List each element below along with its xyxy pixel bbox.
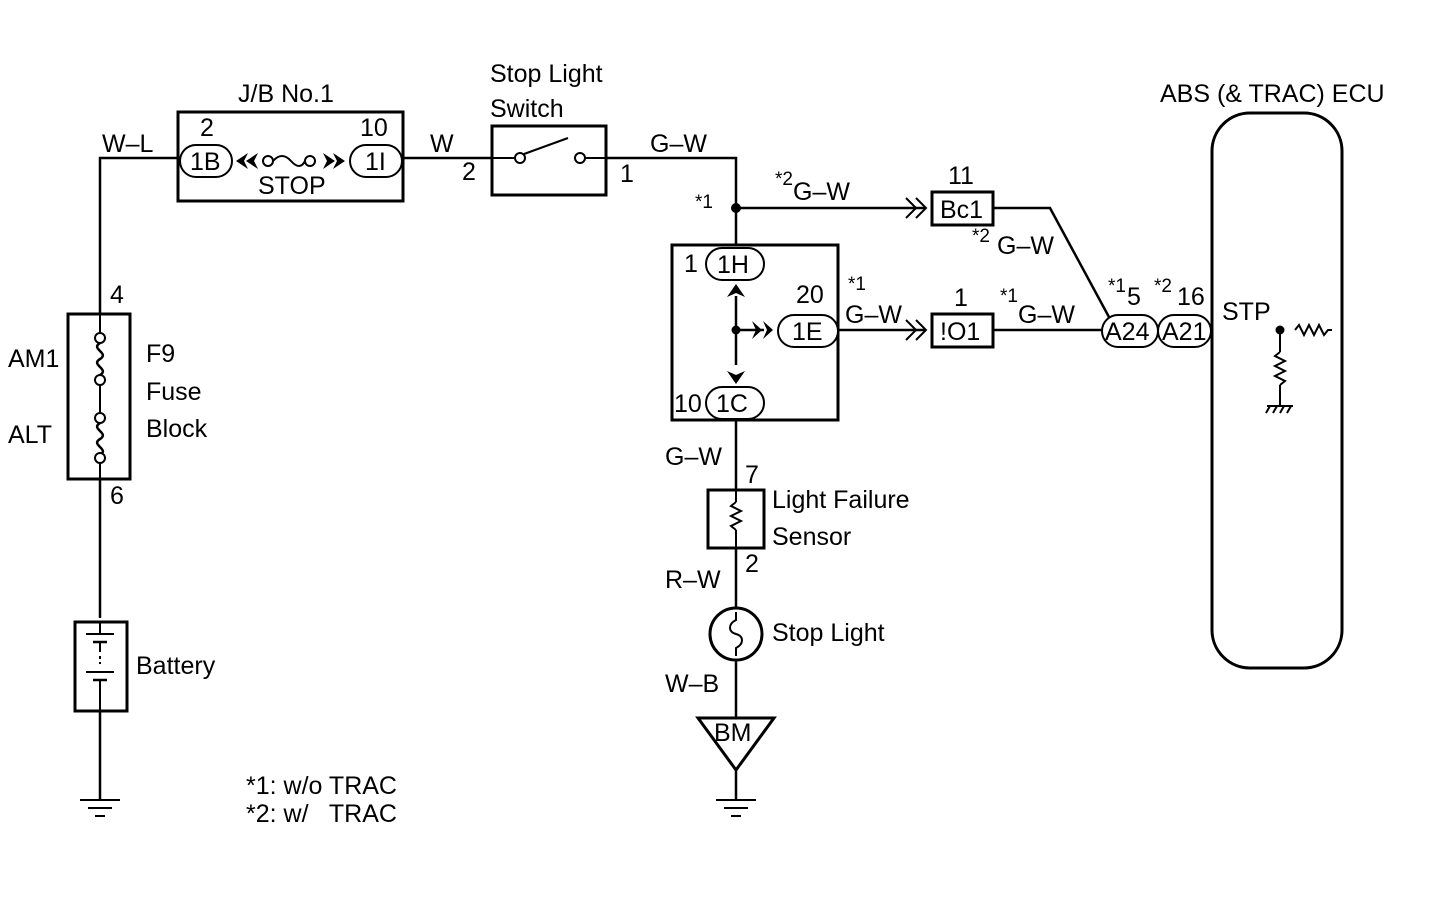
pin-1c: 10: [674, 390, 702, 418]
junction-block-1h-1e-1c: 1 1H 20 1E 10 1C: [670, 243, 840, 422]
connector-1h-label: 1H: [717, 251, 749, 279]
jb-pin-right: 10: [360, 114, 388, 142]
jb-fuse-label: STOP: [258, 172, 326, 200]
pin-1h: 1: [684, 250, 698, 278]
stop-light-label: Stop Light: [772, 619, 885, 647]
switch-contact-icon: [523, 137, 569, 155]
connector-1b: [179, 144, 233, 178]
fuse-block-line2: Block: [146, 415, 208, 443]
a21-note: *2: [1154, 276, 1172, 297]
bc1-label: Bc1: [940, 196, 983, 224]
connector-bc1: 11 Bc1: [905, 162, 995, 227]
sensor-pin-top: 7: [745, 461, 759, 489]
resistor-icon: [728, 501, 744, 531]
fuse-icon: [95, 421, 105, 457]
wires: [98, 156, 1295, 800]
junction-note: *1: [695, 192, 713, 213]
bc1-note-out: *2: [972, 226, 990, 247]
ecu-title: ABS (& TRAC) ECU: [1160, 80, 1385, 108]
splice-dot: [731, 203, 741, 213]
connector-1i: [349, 144, 403, 178]
switch-pin-in: 2: [462, 158, 476, 186]
io1-label: !O1: [940, 318, 980, 346]
abs-trac-ecu: ABS (& TRAC) ECU *1 5 *2 16 A24 A21 STP: [1101, 80, 1385, 670]
wire-label-gw-io1: G–W: [1018, 301, 1075, 329]
fuse-alt: ALT: [8, 421, 52, 449]
sensor-pin-bottom: 2: [745, 550, 759, 578]
switch-title-1: Stop Light: [490, 60, 603, 88]
connector-1e-label: 1E: [792, 318, 823, 346]
connector-a21: [1157, 314, 1212, 348]
note-1e: *1: [848, 274, 866, 295]
connector-a24-label: A24: [1105, 318, 1150, 346]
connector-1b-label: 1B: [190, 148, 221, 176]
stop-light-switch: Stop Light Switch 2 1: [462, 60, 634, 197]
connector-arrow-icon: [236, 153, 258, 169]
ground-bm-label: BM: [714, 719, 752, 747]
switch-title-2: Switch: [490, 95, 564, 123]
connector-1c-label: 1C: [716, 390, 748, 418]
connector-1h: [705, 247, 765, 281]
wire-label-gw-down: G–W: [665, 443, 722, 471]
wire-label-gw-bc1-out: G–W: [997, 232, 1054, 260]
fuse-pin-bottom: 6: [110, 482, 124, 510]
wire-label-rw: R–W: [665, 566, 721, 594]
bulb-icon: [729, 612, 743, 656]
fuse-block-f9: 4 AM1 ALT F9 Fuse Block 6: [8, 281, 208, 510]
fuse-am1: AM1: [8, 345, 59, 373]
connector-1e: [777, 314, 839, 348]
footnote-1: *1: w/o TRAC: [246, 772, 397, 800]
connector-io1: 1 !O1: [905, 284, 995, 349]
connector-arrow-icon: [752, 321, 773, 339]
resistor-icon: [1294, 322, 1332, 338]
wire-label-gw-1e: G–W: [845, 301, 902, 329]
a21-pin: 16: [1177, 283, 1205, 311]
a24-note: *1: [1108, 276, 1126, 297]
a24-pin: 5: [1127, 283, 1141, 311]
fuse-pin-top: 4: [110, 281, 124, 309]
resistor-icon: [1272, 351, 1288, 386]
battery: Battery: [73, 620, 216, 713]
fuse-f9: F9: [146, 340, 175, 368]
ground-icon: [716, 799, 756, 817]
footnote-2: *2: w/ TRAC: [246, 800, 397, 828]
jb-title: J/B No.1: [238, 80, 334, 108]
sensor-line1: Light Failure: [772, 486, 910, 514]
connector-1i-label: 1I: [365, 148, 386, 176]
wire-label-gw-bc1: G–W: [793, 178, 850, 206]
switch-pin-out: 1: [620, 160, 634, 188]
light-failure-sensor: 7 2 Light Failure Sensor: [706, 461, 910, 578]
connector-1c: [705, 386, 765, 420]
fuse-block-line1: Fuse: [146, 378, 202, 406]
wire-label-wb: W–B: [665, 670, 719, 698]
ground-point-bm: BM: [695, 716, 777, 773]
io1-pin: 1: [954, 284, 968, 312]
ecu-stp-label: STP: [1222, 298, 1271, 326]
sensor-line2: Sensor: [772, 523, 851, 551]
connector-arrow-icon: [727, 284, 745, 297]
fuse-icon: [272, 155, 306, 167]
wire-label-wl: W–L: [102, 130, 154, 158]
junction-block-1: J/B No.1 2 10 1B 1I STOP: [176, 80, 405, 203]
stop-light-bulb: Stop Light: [708, 606, 885, 662]
pin-1e: 20: [796, 281, 824, 309]
connector-a21-label: A21: [1162, 318, 1206, 346]
wire-label-w: W: [430, 130, 454, 158]
fuse-icon: [95, 341, 105, 377]
battery-label: Battery: [136, 652, 216, 680]
connector-arrow-icon: [727, 371, 745, 384]
connector-arrow-icon: [323, 153, 345, 169]
jb-pin-left: 2: [200, 114, 214, 142]
bc1-note-in: *2: [775, 169, 793, 190]
bc1-pin: 11: [948, 162, 974, 190]
ground-icon: [80, 799, 120, 817]
io1-note-out: *1: [1000, 286, 1018, 307]
wire-label-gw-top: G–W: [650, 130, 707, 158]
